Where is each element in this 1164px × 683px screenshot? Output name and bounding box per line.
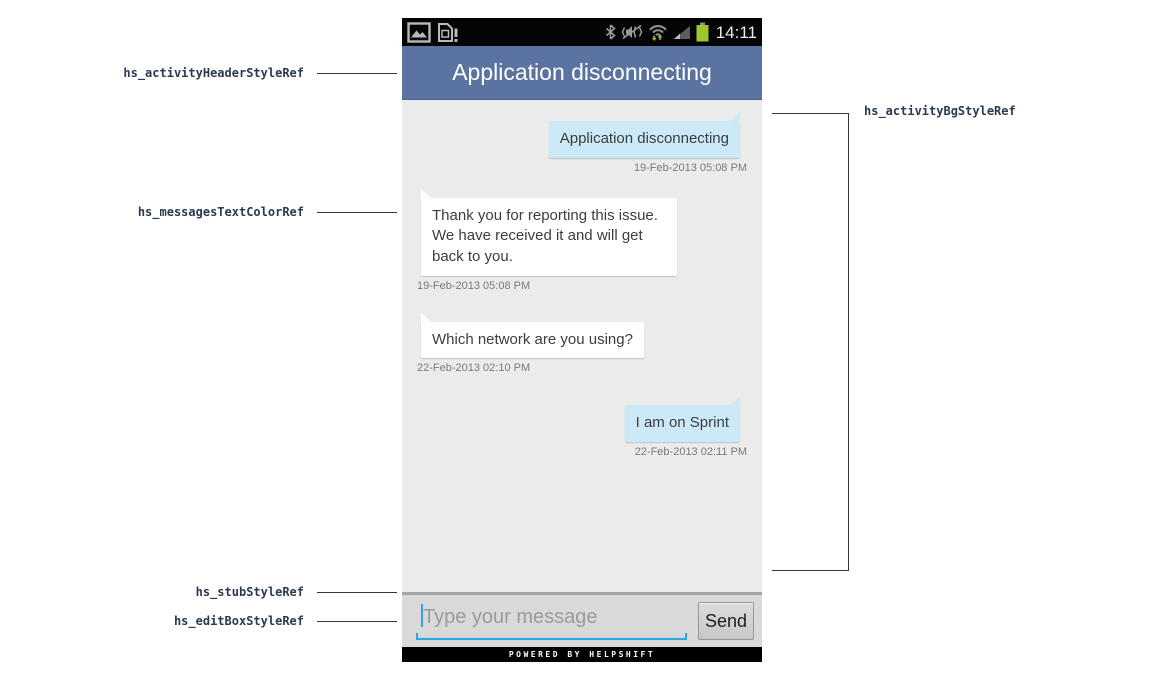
message-timestamp: 19-Feb-2013 05:08 PM	[417, 279, 531, 292]
annotation-line-activity-header	[317, 73, 397, 74]
powered-by-text: POWERED BY HELPSHIFT	[508, 650, 656, 659]
message-row-user: Application disconnecting 19-Feb-2013 05…	[417, 112, 747, 174]
wifi-icon	[648, 24, 668, 41]
screenshot-icon	[407, 21, 431, 43]
chat-bubble-agent: Thank you for reporting this issue. We h…	[421, 197, 677, 276]
annotation-edit-box: hs_editBoxStyleRef	[173, 614, 304, 628]
stub-divider	[402, 592, 762, 595]
branding-footer: POWERED BY HELPSHIFT	[402, 647, 762, 662]
chat-bubble-user: I am on Sprint	[624, 405, 740, 443]
annotation-line-stub	[317, 592, 397, 593]
send-button[interactable]: Send	[698, 602, 754, 640]
status-bar: 14:11	[402, 18, 762, 46]
clock-text: 14:11	[715, 22, 757, 42]
status-bar-right: 14:11	[605, 22, 757, 42]
annotation-line-edit-box	[317, 621, 397, 622]
conversation-area: Application disconnecting 19-Feb-2013 05…	[402, 100, 762, 592]
annotation-line-messages-text-color	[317, 212, 397, 213]
activity-header: Application disconnecting	[402, 46, 762, 100]
chat-bubble-agent: Which network are you using?	[421, 321, 644, 359]
annotation-activity-header: hs_activityHeaderStyleRef	[123, 66, 304, 80]
sdcard-warning-icon	[436, 22, 459, 43]
annotation-bracket-activity-bg	[772, 113, 849, 571]
message-timestamp: 22-Feb-2013 02:10 PM	[417, 362, 531, 375]
message-row-agent: Which network are you using? 22-Feb-2013…	[417, 313, 747, 375]
annotation-stub: hs_stubStyleRef	[195, 585, 304, 599]
edit-box[interactable]	[416, 600, 687, 642]
message-row-user: I am on Sprint 22-Feb-2013 02:11 PM	[417, 396, 747, 458]
vibrate-icon	[621, 24, 643, 40]
signal-icon	[673, 25, 691, 40]
activity-title: Application disconnecting	[452, 59, 712, 85]
annotation-activity-bg: hs_activityBgStyleRef	[864, 104, 1016, 118]
annotation-messages-text-color: hs_messagesTextColorRef	[137, 205, 304, 219]
message-input[interactable]	[416, 600, 687, 642]
phone-screenshot: 14:11 Application disconnecting Applicat…	[402, 18, 762, 662]
status-bar-left	[407, 21, 459, 43]
message-composer: Send	[402, 595, 762, 647]
battery-icon	[696, 22, 709, 42]
message-row-agent: Thank you for reporting this issue. We h…	[417, 189, 747, 292]
bluetooth-icon	[605, 24, 616, 40]
message-timestamp: 22-Feb-2013 02:11 PM	[634, 446, 747, 459]
message-timestamp: 19-Feb-2013 05:08 PM	[633, 161, 747, 174]
chat-bubble-user: Application disconnecting	[548, 121, 740, 158]
